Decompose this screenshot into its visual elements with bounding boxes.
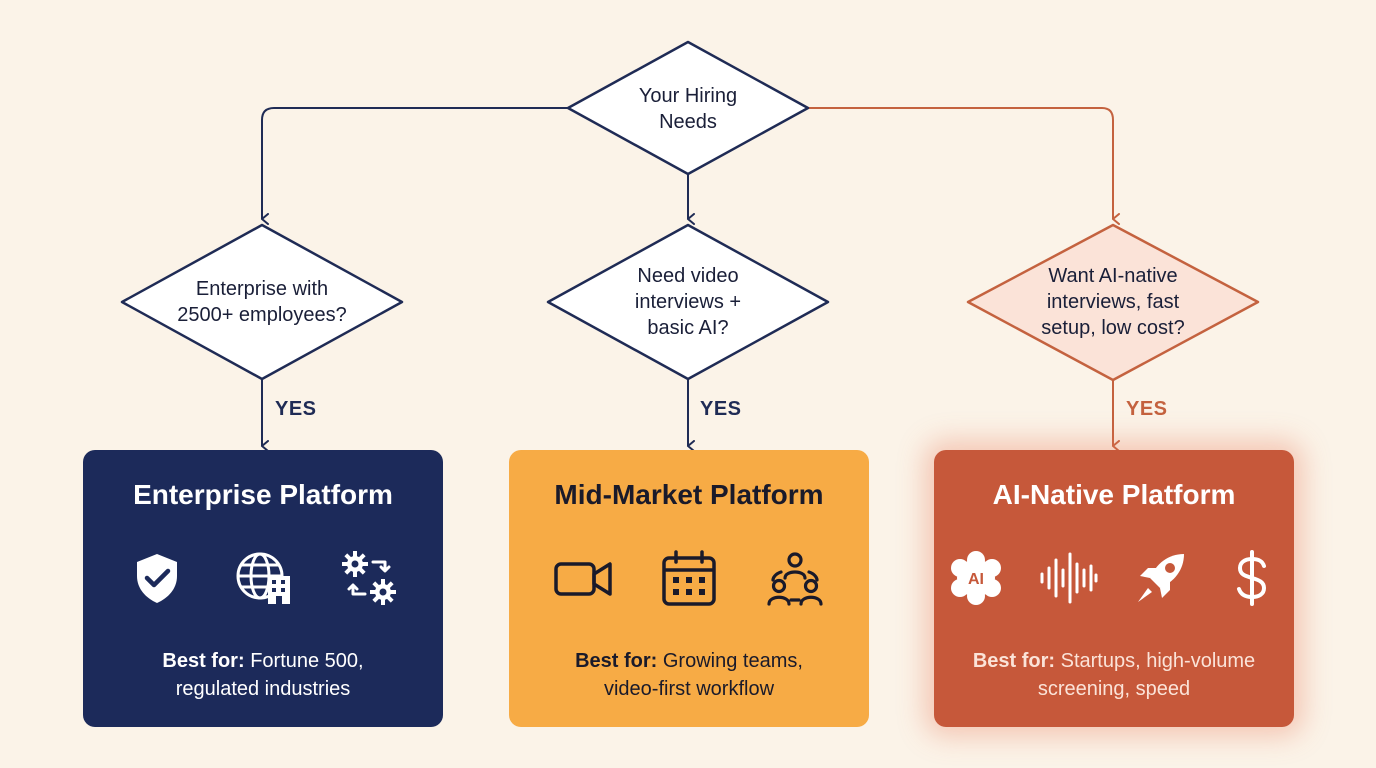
globe-building-icon (233, 548, 293, 608)
best-for-text: Best for: Growing teams, video-first wor… (575, 650, 803, 700)
team-icon (765, 548, 825, 608)
shield-check-icon (127, 548, 187, 608)
ai-badge-text: AI (968, 571, 984, 588)
root-diamond (566, 40, 810, 176)
dollar-icon (1222, 548, 1282, 608)
ainative-platform-card: AI-Native Platform AI (934, 450, 1294, 727)
decision-diamond-enterprise (120, 223, 404, 381)
card-icons: AI (934, 548, 1294, 608)
card-title: Mid-Market Platform (554, 479, 824, 510)
decision-diamond-midmarket (546, 223, 830, 381)
yes-label-enterprise: YES (275, 398, 317, 420)
card-icons (83, 548, 443, 608)
decision-diamond-ainative (966, 223, 1260, 382)
decision-label-midmarket: Need video interviews + basic AI? (634, 265, 742, 339)
midmarket-platform-card: Mid-Market Platform (509, 450, 869, 727)
gears-sync-icon (339, 548, 399, 608)
best-for-text: Best for: Fortune 500, regulated industr… (162, 650, 364, 700)
sound-wave-icon (1038, 548, 1098, 608)
decision-label-enterprise: Enterprise with 2500+ employees? (177, 278, 347, 326)
calendar-icon (659, 548, 719, 608)
root-label: Your Hiring Needs (638, 85, 738, 133)
card-title: Enterprise Platform (133, 479, 393, 510)
yes-label-ainative: YES (1126, 398, 1168, 420)
card-icons (509, 548, 869, 608)
connector-root-to-enterprise (261, 107, 568, 225)
card-title: AI-Native Platform (992, 479, 1236, 510)
video-camera-icon (553, 548, 613, 608)
ai-brain-icon: AI (946, 548, 1006, 608)
connector-root-to-ainative (808, 107, 1120, 225)
best-for-text: Best for: Startups, high-volume screenin… (972, 650, 1256, 700)
enterprise-platform-card: Enterprise Platform (83, 450, 443, 727)
rocket-icon (1130, 548, 1190, 608)
yes-label-midmarket: YES (700, 398, 742, 420)
decision-label-ainative: Want AI-native interviews, fast setup, l… (1041, 265, 1185, 339)
